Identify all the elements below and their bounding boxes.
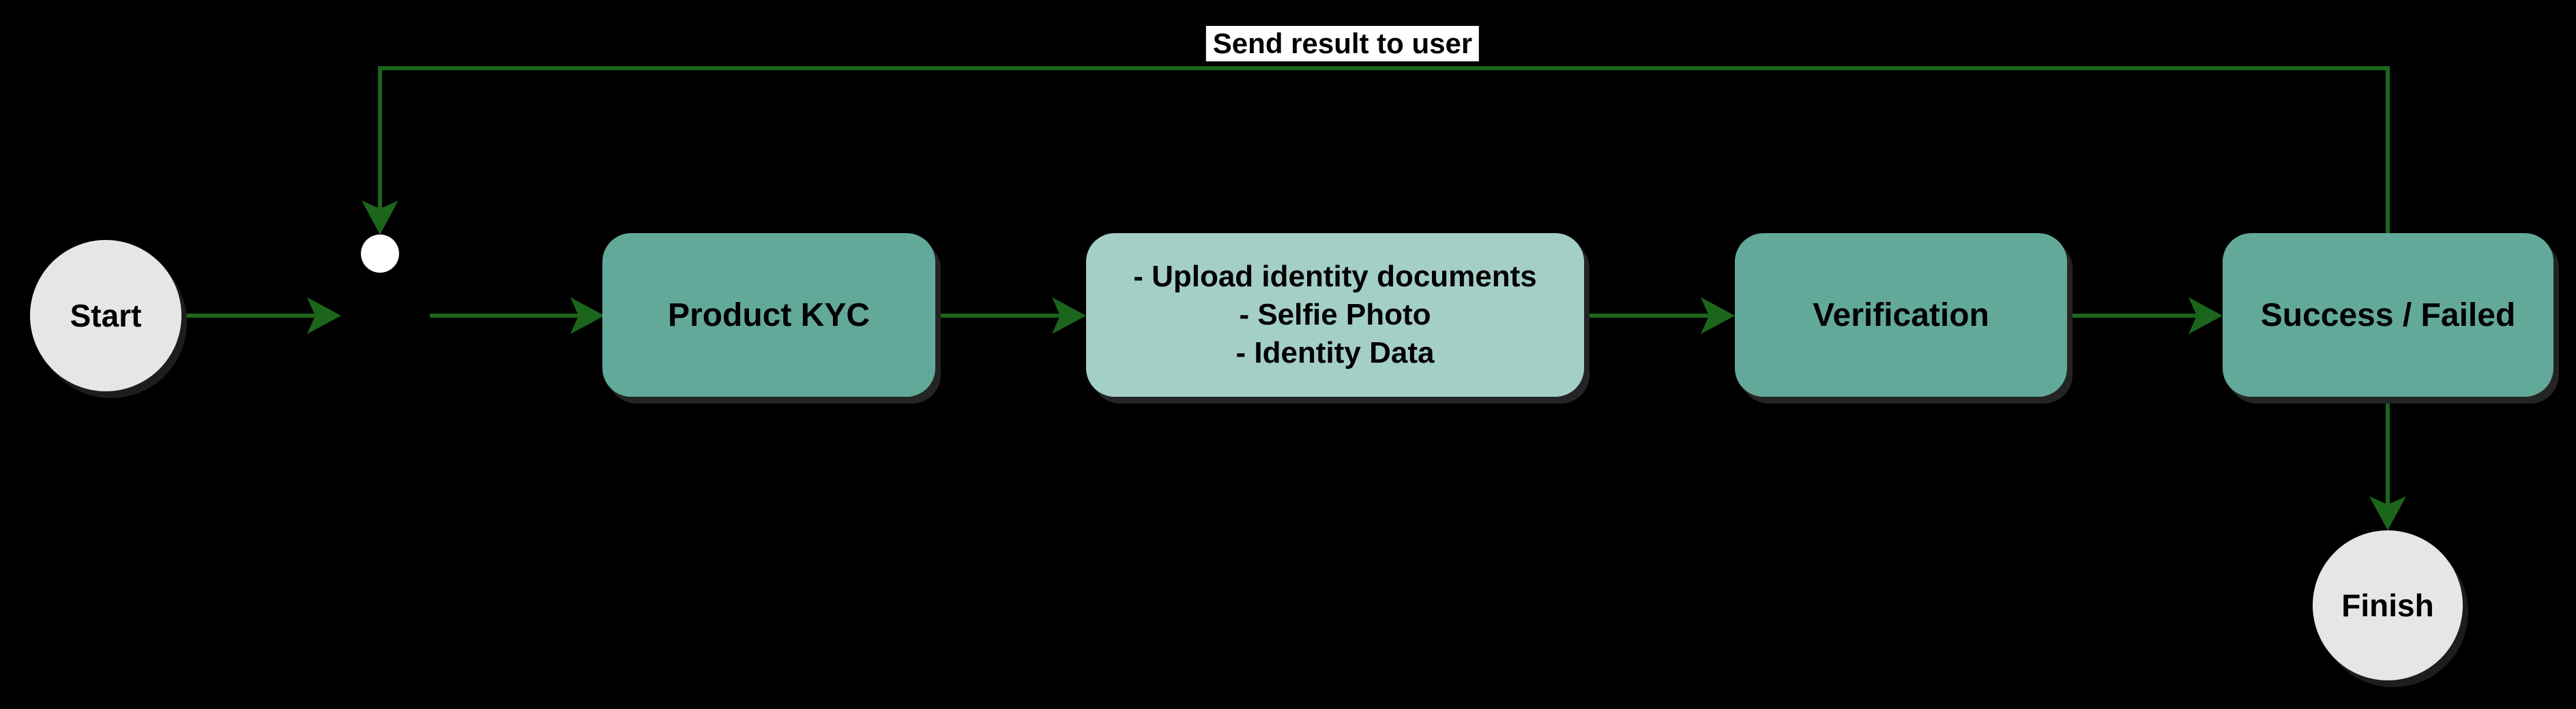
arrowhead bbox=[1052, 297, 1086, 334]
edge-verification-to-result bbox=[2067, 297, 2223, 334]
edge-result-to-finish bbox=[2369, 397, 2406, 530]
node-finish-label: Finish bbox=[2341, 588, 2434, 623]
requirements-line: - Upload identity documents bbox=[1133, 260, 1537, 293]
edge-result-to-junction-feedback bbox=[362, 66, 2390, 235]
edge-product-kyc-to-requirements bbox=[935, 297, 1086, 334]
arrowhead bbox=[307, 297, 341, 334]
node-verification: Verification bbox=[1735, 233, 2067, 397]
node-result-label: Success / Failed bbox=[2260, 297, 2516, 333]
edge-label-send-result: Send result to user bbox=[1205, 26, 1480, 61]
requirements-line: - Selfie Photo bbox=[1239, 298, 1431, 331]
edge-line bbox=[378, 66, 2390, 233]
junction-point bbox=[361, 235, 399, 273]
arrowhead bbox=[362, 200, 398, 235]
node-product-kyc: Product KYC bbox=[602, 233, 935, 397]
node-requirements: - Upload identity documents - Selfie Pho… bbox=[1086, 233, 1584, 397]
arrowhead bbox=[2369, 496, 2406, 530]
edge-requirements-to-verification bbox=[1584, 297, 1735, 334]
arrowhead bbox=[2189, 297, 2223, 334]
node-start: Start bbox=[30, 240, 181, 391]
edge-start-to-junction bbox=[181, 297, 341, 334]
arrowhead bbox=[1701, 297, 1735, 334]
arrowhead bbox=[570, 297, 604, 334]
node-start-label: Start bbox=[70, 298, 142, 333]
node-finish: Finish bbox=[2313, 530, 2463, 680]
requirements-line: - Identity Data bbox=[1235, 336, 1435, 369]
node-result: Success / Failed bbox=[2223, 233, 2553, 397]
edge-junction-to-product-kyc bbox=[430, 297, 604, 334]
node-verification-label: Verification bbox=[1813, 297, 1989, 333]
node-product-kyc-label: Product KYC bbox=[667, 297, 870, 333]
